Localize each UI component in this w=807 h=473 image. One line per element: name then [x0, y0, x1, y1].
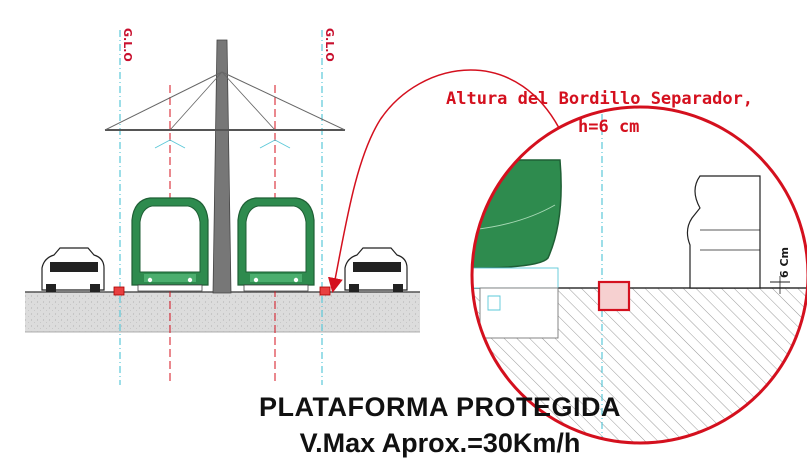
- tram-left: [131, 197, 209, 292]
- curb-separator-left: [113, 286, 125, 296]
- glo-label-left: G.L.O: [121, 28, 134, 62]
- detail-title-line2: h=6 cm: [578, 117, 639, 137]
- curb-dimension-label: 6 Cm: [778, 247, 791, 278]
- detail-title-line1: Altura del Bordillo Separador,: [446, 89, 753, 109]
- curb-detail: [597, 280, 631, 312]
- glo-label-right: G.L.O: [323, 28, 336, 62]
- caption-speed: V.Max Aprox.=30Km/h: [299, 428, 581, 458]
- catenary-pole: [104, 39, 346, 294]
- car-detail: [686, 175, 761, 289]
- curb-separator-right: [319, 286, 331, 296]
- car-left: [41, 247, 105, 292]
- detail-callout-arrow: [327, 69, 566, 293]
- curb-dimension: 6 Cm: [770, 247, 791, 294]
- tram-right: [237, 197, 315, 292]
- cross-section: G.L.O G.L.O: [25, 28, 420, 385]
- pavement-slab: [25, 292, 420, 332]
- car-right: [344, 247, 408, 292]
- caption-title: PLATAFORMA PROTEGIDA: [259, 392, 621, 422]
